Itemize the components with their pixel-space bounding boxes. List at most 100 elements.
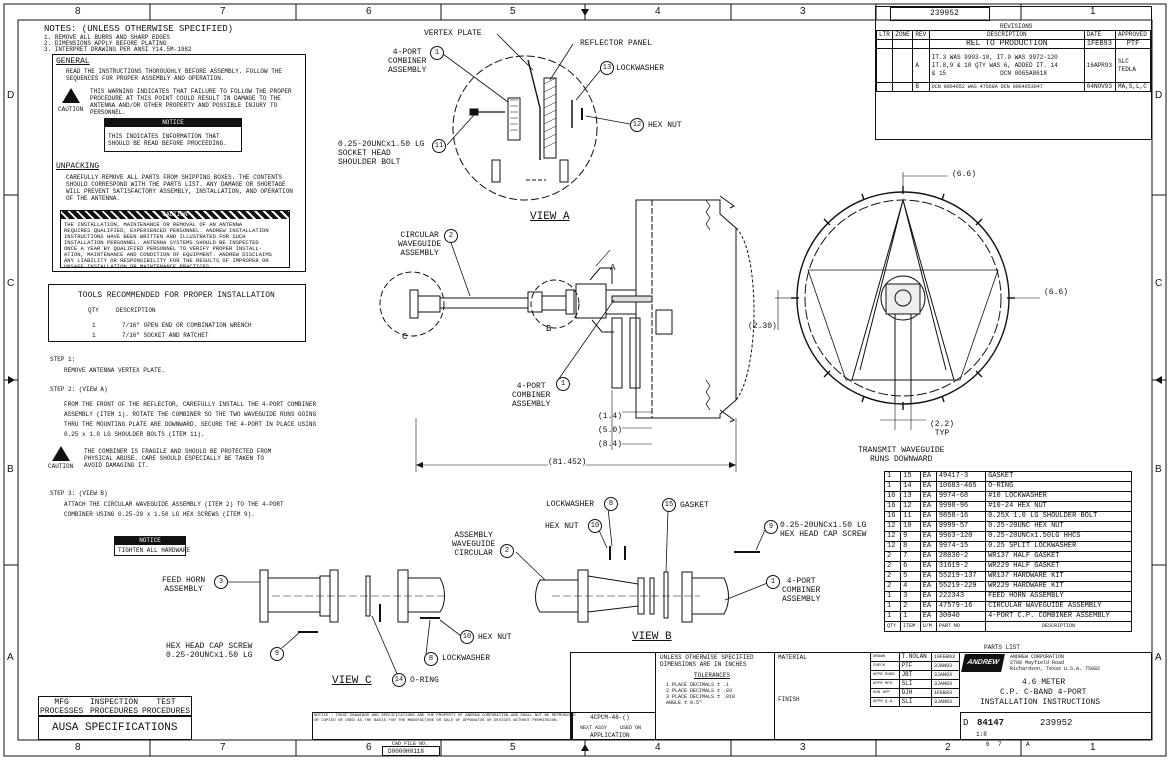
parts-cell-qty: 16 (883, 501, 902, 512)
dimension-label: (1.4) (598, 412, 623, 421)
hex-nut-label: HEX NUT (545, 522, 579, 531)
zone-label-side: D (7, 90, 15, 101)
tolerance-box (655, 652, 775, 740)
notes-line: 3. INTERPRET DRAWING PER ANSI Y14.5M-198… (44, 46, 192, 53)
dwg-number: 239952 (1040, 718, 1073, 728)
hex-head-cap-screw-label: 0.25-20UNCx1.50 LG HEX HEAD CAP SCREW (780, 521, 867, 539)
unpacking-caution-text: THE INSTALLATION, MAINTENANCE OR REMOVAL… (64, 221, 272, 270)
parts-cell-desc: WR137 HALF GASKET (985, 551, 1132, 562)
zone-label-side: A (7, 652, 14, 663)
tools-title: TOOLS RECOMMENDED FOR PROPER INSTALLATIO… (78, 291, 275, 300)
parts-cell-qty: 1 (883, 481, 902, 492)
table-header: QTY (883, 621, 902, 632)
table-row: QTY ITEM U/M PART NO DESCRIPTION (883, 621, 1132, 632)
zone-label-side: C (1155, 278, 1163, 289)
zone-label-side: A (1155, 652, 1162, 663)
notice-text: THIS INDICATES INFORMATION THAT SHOULD B… (108, 133, 227, 147)
unpacking-caution-box (60, 210, 290, 268)
parts-cell-item: 14 (900, 481, 921, 492)
table-cell: IT.3 WAS 9903-10, IT.9 WAS 9972-120 IT.8… (928, 48, 1085, 83)
approver-name: DJH (898, 688, 933, 698)
parts-cell-desc: 0.25-20UNC HEX NUT (985, 521, 1132, 532)
zone-label-bottom: 6 (366, 742, 372, 753)
approver-name: PTF (898, 661, 933, 671)
parts-cell-qty: 1 (883, 471, 902, 482)
hex-nut-label: HEX NUT (648, 121, 682, 130)
view-b-exploded (535, 546, 760, 623)
dimension-label: (81.452) (548, 458, 587, 467)
parts-cell-pn: 9858-16 (935, 511, 987, 522)
used-on-label: USED ON (620, 725, 642, 731)
approver-name: T.NOLAN (898, 652, 933, 662)
parts-cell-qty: 16 (883, 511, 902, 522)
sheet-value: 6 (986, 741, 990, 748)
cad-file-box (382, 746, 440, 756)
next-assy-label: NEXT ASSY (580, 725, 608, 731)
parts-cell-item: 1 (900, 611, 921, 622)
reflector-panel-label: REFLECTOR PANEL (580, 39, 653, 48)
parts-cell-desc: 4-PORT C.P. COMBINER ASSEMBLY (985, 611, 1132, 622)
feed-horn-label: FEED HORN ASSEMBLY (162, 576, 206, 594)
dimension-label: (6.6) (952, 170, 977, 179)
hex-head-cap-screw-label: HEX HEAD CAP SCREW 0.25-20UNCx1.50 LG (166, 642, 253, 660)
parts-cell-um: EA (919, 611, 937, 622)
parts-cell-qty: 2 (883, 551, 902, 562)
revision-dwg-no: 239952 (930, 9, 959, 18)
approval-date: 3JAN93 (931, 697, 960, 707)
caution-icon (62, 88, 80, 103)
view-c-marker: C (402, 332, 408, 342)
table-cell (912, 39, 930, 49)
combiner-label: 4-PORT COMBINER ASSEMBLY (782, 577, 821, 604)
revision-value: A (1026, 741, 1030, 748)
table-row: LTR ZONE REV DESCRIPTION DATE APPROVED (875, 30, 1151, 40)
revisions-table: LTR ZONE REV DESCRIPTION DATE APPROVED R… (875, 30, 1151, 92)
table-cell: MA,S,L,C (1115, 82, 1151, 92)
parts-cell-desc: FEED HORN ASSEMBLY (985, 591, 1132, 602)
cad-file-value: D0000H0118 (388, 748, 425, 755)
size-box (960, 712, 1152, 740)
role-label: DSN APP (870, 688, 900, 698)
step1-text: REMOVE ANTENNA VERTEX PLATE. (64, 367, 165, 374)
step3-notice-text: TIGHTEN ALL HARDWARE (118, 547, 191, 554)
ausa-box (38, 716, 192, 740)
circular-waveguide-label: CIRCULAR WAVEGUIDE ASSEMBLY (398, 231, 442, 258)
gasket-label: GASKET (680, 501, 709, 510)
item-bubble: 13 (600, 61, 614, 75)
view-a-title: VIEW A (530, 211, 570, 223)
item-bubble: 10 (588, 519, 602, 533)
parts-cell-desc: WR229 HARDWARE KIT (985, 581, 1132, 592)
parts-cell-pn: 31619-2 (935, 561, 987, 572)
parts-cell-desc: 0.25-20UNCx1.50LG HHCS (985, 531, 1132, 542)
table-cell: A (912, 48, 930, 83)
lockwasher-label: LOCKWASHER (442, 654, 491, 663)
dimension-label: (5.0) (598, 426, 623, 435)
table-header: PART NO (935, 621, 987, 632)
application-value: 4CPCM-46-() (590, 714, 630, 721)
table-header: U/M (919, 621, 937, 632)
notice-header: NOTICE (105, 119, 241, 127)
zone-label-top: 5 (510, 6, 516, 17)
zone-label-bottom: 1 (1090, 742, 1096, 753)
role-label: DRAWN (870, 652, 900, 662)
dimension-label: (6.6) (1044, 288, 1069, 297)
parts-cell-pn: 49417-3 (935, 471, 987, 482)
socket-bolt-label: 0.25-20UNCx1.50 LG SOCKET HEAD SHOULDER … (338, 140, 425, 167)
table-cell (892, 48, 914, 83)
parts-cell-item: 15 (900, 471, 921, 482)
zone-label-top: 4 (655, 6, 661, 17)
dimension-label: (2.30) (748, 322, 777, 331)
parts-cell-qty: 1 (883, 601, 902, 612)
parts-cell-um: EA (919, 561, 937, 572)
caution-text: THIS WARNING INDICATES THAT FAILURE TO F… (90, 88, 292, 116)
parts-cell-um: EA (919, 491, 937, 502)
